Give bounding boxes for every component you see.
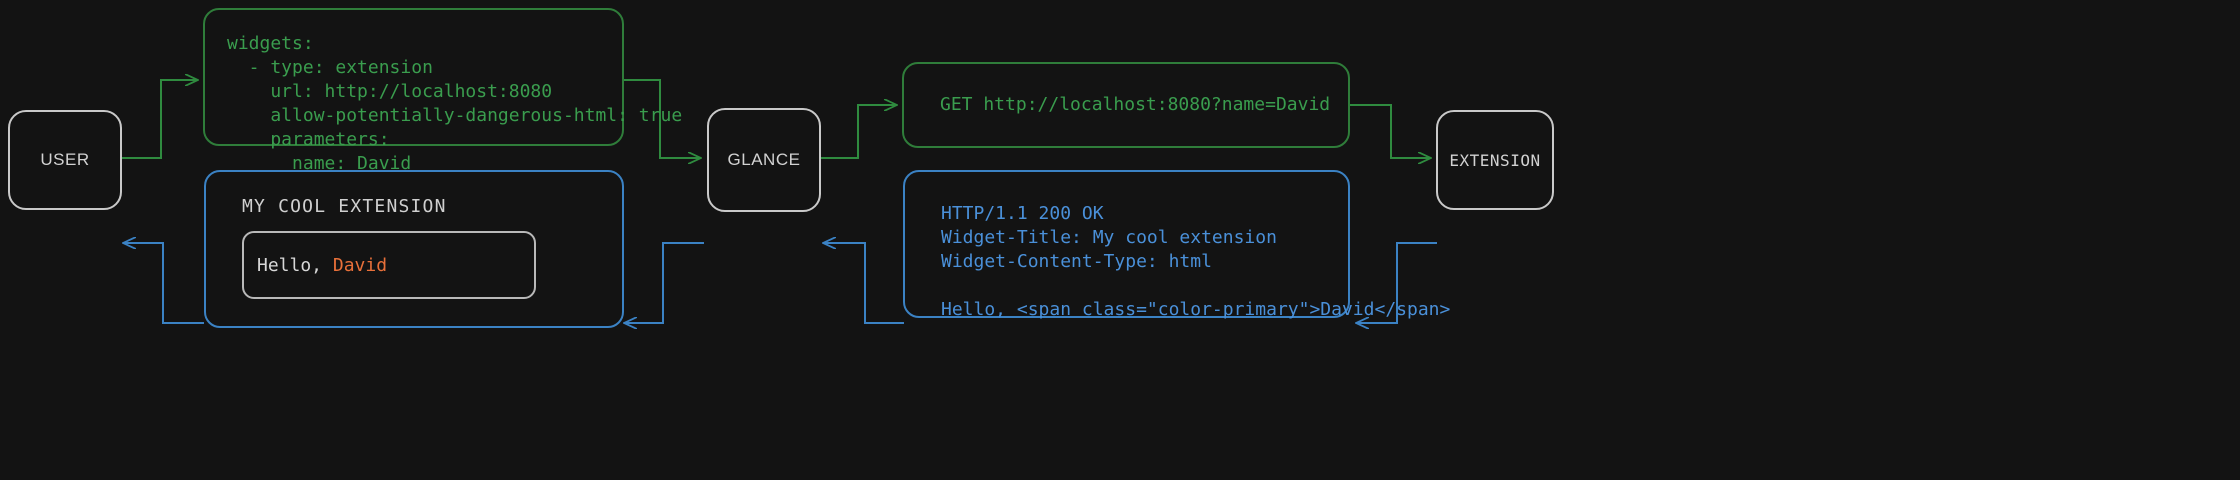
http-response-header-content-type: Widget-Content-Type: html (941, 251, 1212, 272)
node-extension-label: EXTENSION (1449, 150, 1541, 170)
rendered-widget-title: MY COOL EXTENSION (242, 196, 447, 217)
node-user-label: USER (40, 150, 90, 169)
http-response-body: Hello, <span class="color-primary">David… (941, 299, 1451, 320)
message-config-yaml: widgets: - type: extension url: http://l… (203, 8, 682, 174)
edge-glance-to-request (820, 105, 896, 159)
message-rendered-widget: MY COOL EXTENSION Hello, David (204, 170, 624, 328)
http-request-text: GET http://localhost:8080?name=David (940, 94, 1331, 115)
rendered-widget-frame: Hello, David (242, 231, 536, 299)
rendered-widget-name: David (332, 254, 388, 276)
http-response-blank-line (941, 274, 1348, 298)
edge-widget-to-user (124, 243, 204, 324)
message-http-request: GET http://localhost:8080?name=David (902, 62, 1350, 148)
rendered-widget-greeting: Hello, (257, 254, 333, 276)
node-glance-label: GLANCE (727, 150, 801, 169)
http-response-header-title: Widget-Title: My cool extension (941, 227, 1277, 248)
rendered-widget-body: Hello, David (257, 255, 387, 276)
config-yaml-text: widgets: - type: extension url: http://l… (227, 33, 683, 174)
node-extension[interactable]: EXTENSION (1436, 110, 1554, 210)
edge-user-to-config (120, 80, 197, 159)
http-response-status: HTTP/1.1 200 OK (941, 203, 1104, 224)
edge-response-to-glance (824, 243, 904, 324)
edge-glance-to-widget (625, 242, 704, 323)
node-user[interactable]: USER (8, 110, 122, 210)
node-glance[interactable]: GLANCE (707, 108, 821, 212)
edge-request-to-extension (1350, 104, 1430, 158)
message-http-response: HTTP/1.1 200 OK Widget-Title: My cool ex… (903, 170, 1450, 320)
